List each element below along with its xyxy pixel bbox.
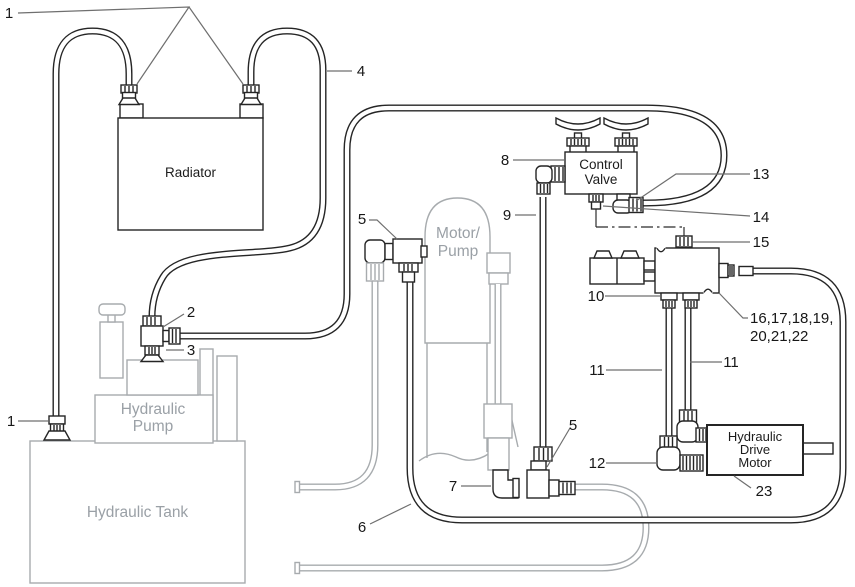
- leader-lines: [17, 6, 752, 525]
- pump-label-2: Pump: [133, 418, 174, 435]
- callout-12: 12: [589, 455, 606, 472]
- leader-13: [635, 173, 750, 202]
- hydraulic-pump: [94, 303, 238, 444]
- callout-3: 3: [187, 342, 195, 359]
- pipe-pump-to-valve: [178, 104, 728, 340]
- leader-14: [602, 205, 751, 217]
- pump-label-1: Hydraulic: [121, 401, 186, 418]
- callout-1-tank: 1: [7, 413, 15, 430]
- gray-hose-motor-pump-right: [483, 284, 513, 471]
- motor-pump-label-1: Motor/: [436, 225, 481, 242]
- callout-1-top: 1: [5, 5, 13, 22]
- callout-15: 15: [753, 234, 770, 251]
- callout-9: 9: [503, 207, 511, 224]
- drive-motor-label-3: Motor: [738, 455, 772, 470]
- leader-5-left: [369, 219, 398, 240]
- leader-5-bottom: [546, 427, 571, 468]
- drive-motor-label-1: Hydraulic: [728, 429, 783, 444]
- callout-numbers: 1 4 2 3 1 5 8 9 13 14 15 10 16,17,18,19,…: [5, 5, 834, 536]
- leader-16-22: [718, 292, 748, 319]
- callout-10: 10: [588, 288, 605, 305]
- callout-2: 2: [187, 304, 195, 321]
- radiator: Radiator: [117, 103, 264, 231]
- hose-return-loop: [406, 267, 847, 524]
- hydraulic-tank: [29, 440, 246, 584]
- callout-13: 13: [753, 166, 770, 183]
- manifold-block: [654, 235, 754, 309]
- motor-pump-body: [418, 197, 519, 462]
- solenoid-block: [589, 250, 656, 285]
- motor-inlet-fitting-upper: [676, 409, 709, 443]
- callout-7: 7: [449, 478, 457, 495]
- motor-pump-bottom-fittings: [492, 446, 576, 499]
- pump-tee-fitting: [139, 315, 181, 363]
- motor-shaft: [802, 442, 834, 455]
- gray-return-loop-hose: [294, 483, 650, 575]
- motor-pump-label-2: Pump: [438, 243, 479, 260]
- callout-8: 8: [501, 152, 509, 169]
- gray-hose-left-drop: [294, 281, 379, 494]
- radiator-fitting-right: [239, 84, 263, 106]
- callout-11-right: 11: [723, 354, 739, 371]
- hydraulic-drive-motor: Hydraulic Drive Motor: [706, 424, 834, 476]
- hose-radiator-left: [52, 27, 133, 417]
- leader-1-top: [17, 6, 244, 85]
- valve-handle-right: [603, 116, 649, 131]
- callout-23: 23: [756, 483, 773, 500]
- leader-2: [162, 313, 185, 328]
- callout-16-22-line2: 20,21,22: [750, 328, 808, 345]
- hose-radiator-right: [148, 27, 327, 318]
- radiator-label: Radiator: [165, 165, 217, 180]
- callout-6: 6: [358, 519, 366, 536]
- control-valve-label-2: Valve: [585, 172, 618, 187]
- tank-label: Hydraulic Tank: [87, 504, 189, 521]
- tank-fitting: [42, 415, 72, 441]
- motor-inlet-fitting-lower: [656, 435, 704, 472]
- valve-handle-left: [555, 116, 601, 131]
- control-valve: Control Valve: [535, 116, 649, 214]
- motor-pump-tee-top: [364, 238, 428, 283]
- radiator-fitting-left: [117, 84, 141, 106]
- leader-6: [369, 503, 412, 525]
- callout-5-left: 5: [358, 211, 366, 228]
- callout-11-left: 11: [589, 362, 605, 379]
- callout-14: 14: [753, 209, 770, 226]
- callout-5-bottom: 5: [569, 417, 577, 434]
- callout-16-22-line1: 16,17,18,19,: [750, 310, 833, 327]
- pilot-line: [595, 209, 685, 236]
- leader-23: [733, 475, 752, 489]
- callout-4: 4: [357, 63, 365, 80]
- drive-motor-label-2: Drive: [740, 442, 770, 457]
- control-valve-label-1: Control: [579, 157, 623, 172]
- motor-pump-side-port: [486, 252, 511, 274]
